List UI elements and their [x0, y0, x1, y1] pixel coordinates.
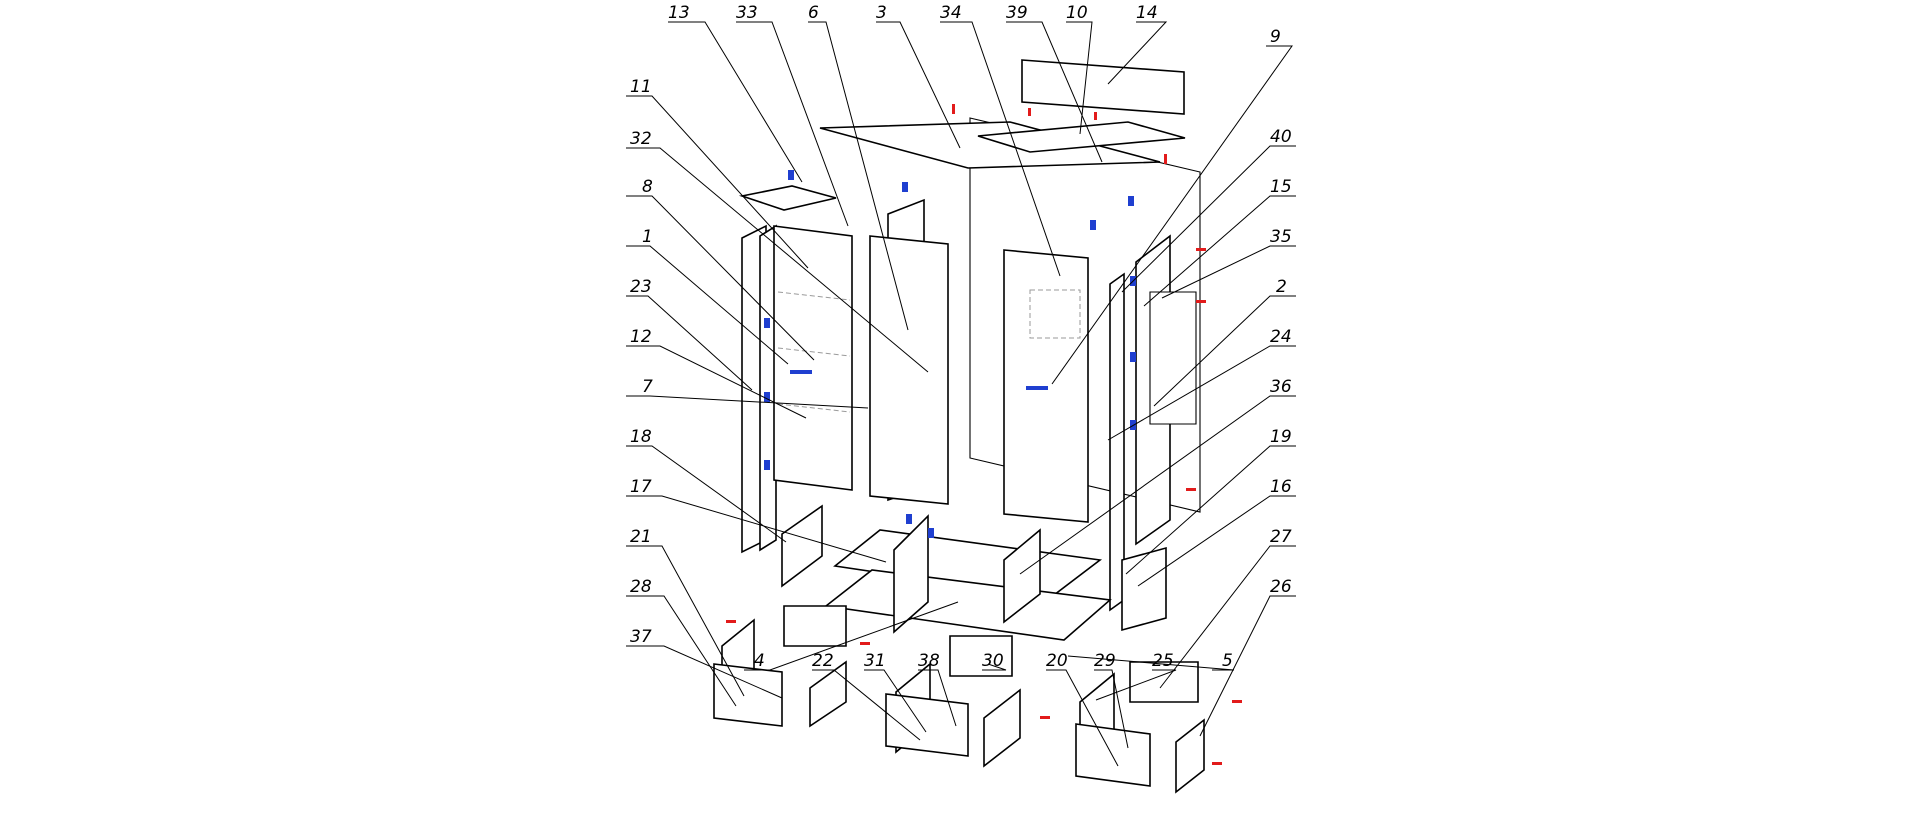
part-label-34: 34 [940, 3, 962, 23]
door-7 [869, 235, 949, 505]
part-label-10: 10 [1066, 3, 1088, 23]
right-base-16 [1121, 546, 1167, 632]
part-label-5: 5 [1222, 651, 1233, 671]
small-top-13 [738, 185, 837, 211]
part-label-26: 26 [1270, 577, 1292, 597]
drawer-right-back-27 [1129, 661, 1199, 703]
part-label-16: 16 [1270, 477, 1292, 497]
part-label-28: 28 [630, 577, 652, 597]
part-label-21: 21 [630, 527, 652, 547]
part-label-18: 18 [630, 427, 652, 447]
part-label-19: 19 [1270, 427, 1292, 447]
part-label-14: 14 [1136, 3, 1158, 23]
part-label-39: 39 [1006, 3, 1028, 23]
back-rail-14 [1021, 59, 1185, 115]
part-label-36: 36 [1270, 377, 1292, 397]
part-label-37: 37 [630, 627, 652, 647]
part-label-3: 3 [876, 3, 887, 23]
partition-18 [781, 504, 823, 588]
part-number-labels: 13 33 6 3 34 39 10 14 9 11 32 40 8 15 1 … [630, 3, 1292, 671]
part-label-27: 27 [1270, 527, 1292, 547]
part-label-17: 17 [630, 477, 652, 497]
part-label-31: 31 [864, 651, 886, 671]
top-shelf-10 [977, 121, 1186, 153]
part-label-9: 9 [1270, 27, 1281, 47]
part-label-11: 11 [630, 77, 652, 97]
leader-lines [626, 21, 1296, 767]
drawer-middle-back-30 [949, 635, 1013, 677]
part-label-23: 23 [630, 277, 652, 297]
part-label-15: 15 [1270, 177, 1292, 197]
part-label-20: 20 [1046, 651, 1068, 671]
drawer-left-back [783, 605, 847, 647]
top-panel-3 [819, 121, 1161, 169]
drawer-left-front-37 [713, 663, 783, 727]
drawer-left-side-2 [809, 660, 847, 728]
part-label-40: 40 [1270, 127, 1292, 147]
partition-17 [893, 514, 929, 634]
part-label-7: 7 [642, 377, 653, 397]
part-label-33: 33 [736, 3, 758, 23]
part-label-2: 2 [1276, 277, 1287, 297]
drawer-middle-side-2 [983, 688, 1021, 768]
drawer-right-front-25 [1075, 723, 1151, 787]
part-label-24: 24 [1270, 327, 1292, 347]
part-label-12: 12 [630, 327, 652, 347]
part-label-1: 1 [642, 227, 653, 247]
part-label-8: 8 [642, 177, 653, 197]
drawer-middle-front-38 [885, 693, 969, 757]
screw-markers [726, 104, 1242, 765]
part-label-4: 4 [754, 651, 765, 671]
part-label-6: 6 [808, 3, 819, 23]
drawer-right-side-26 [1175, 718, 1205, 794]
part-label-32: 32 [630, 129, 652, 149]
furniture-parts [713, 59, 1242, 794]
part-label-30: 30 [982, 651, 1004, 671]
part-label-35: 35 [1270, 227, 1292, 247]
partition-19 [1003, 528, 1041, 624]
right-side-2 [1149, 291, 1197, 425]
part-label-29: 29 [1094, 651, 1116, 671]
part-label-22: 22 [812, 651, 834, 671]
part-label-13: 13 [668, 3, 690, 23]
part-label-38: 38 [918, 651, 940, 671]
part-label-25: 25 [1152, 651, 1174, 671]
door-11 [773, 225, 853, 491]
